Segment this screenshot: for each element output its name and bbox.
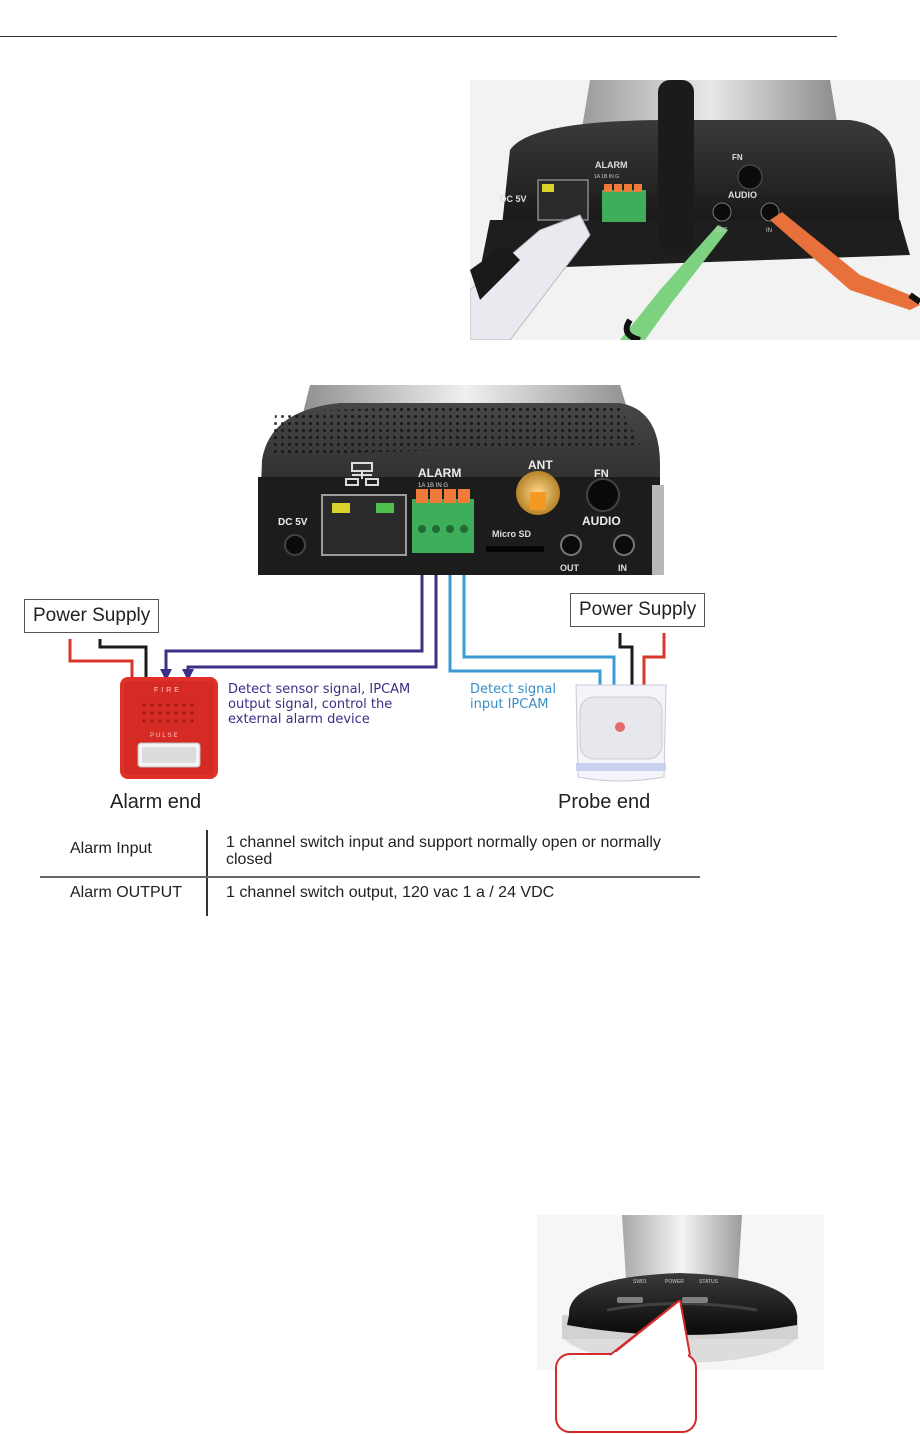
led-label-status: STATUS: [699, 1279, 719, 1285]
fire-alarm-siren: [120, 677, 218, 779]
alarm-end-label: Alarm end: [110, 791, 202, 813]
back-photo-in-label: IN: [766, 228, 772, 234]
led-callout-balloon: [555, 1300, 697, 1433]
table-column-divider: [206, 830, 208, 916]
spec-label-alarm-output: Alarm OUTPUT: [70, 884, 182, 901]
back-photo-fn-label: FN: [732, 153, 743, 162]
diagram-microsd-label: Micro SD: [492, 529, 532, 539]
probe-end-label: Probe end: [558, 791, 651, 813]
fn-button: [586, 478, 620, 512]
input-note-line: Detect signal: [470, 682, 556, 697]
spec-value-alarm-output: 1 channel switch output, 120 vac 1 a / 2…: [226, 884, 555, 901]
diagram-in-label: IN: [618, 563, 627, 573]
spec-label-alarm-input: Alarm Input: [70, 840, 152, 857]
diagram-out-label: OUT: [560, 563, 580, 573]
purple-wire-2: [186, 575, 438, 677]
led-label-sw01: SW01: [633, 1279, 647, 1285]
diagram-alarm-pins: 1A 1B IN G: [418, 483, 448, 489]
left-red-wire: [68, 639, 134, 679]
camera-back-photo: DC 5V ALARM 1A 1B IN G FN AUDIO OUT IN: [470, 80, 920, 340]
back-photo-dc-label: DC 5V: [500, 194, 527, 204]
siren-top-text: FIRE: [154, 687, 182, 694]
wiring-illustration: FIRE PULSE DC 5V ALARM 1A 1B IN G ANT FN…: [68, 385, 667, 782]
spec-value-alarm-input: 1 channel switch input and support norma…: [226, 834, 661, 868]
audio-in-jack: [613, 534, 635, 556]
output-note-line: output signal, control the: [228, 697, 393, 712]
header-rule: [0, 36, 837, 37]
alarm-wiring-diagram: FIRE PULSE DC 5V ALARM 1A 1B IN G ANT FN…: [20, 385, 720, 830]
pir-motion-probe: [575, 684, 667, 782]
blue-wire-1: [448, 575, 602, 685]
output-signal-note: Detect sensor signal, IPCAM output signa…: [228, 682, 410, 727]
table-row-divider: [40, 876, 700, 878]
back-photo-out-label: OUT: [715, 228, 728, 234]
output-note-line: external alarm device: [228, 712, 370, 727]
diagram-ant-label: ANT: [528, 458, 553, 472]
back-photo-alarm-label: ALARM: [595, 160, 628, 170]
purple-wire-1: [164, 575, 424, 677]
power-supply-right: Power Supply: [570, 593, 706, 627]
diagram-fn-label: FN: [594, 468, 609, 480]
right-red-wire: [642, 633, 666, 685]
input-note-line: input IPCAM: [470, 697, 549, 712]
siren-bottom-text: PULSE: [150, 733, 180, 739]
input-signal-note: Detect signal input IPCAM: [470, 682, 556, 712]
led-label-power: POWER: [665, 1279, 684, 1285]
power-supply-left: Power Supply: [24, 599, 160, 633]
dc-jack: [284, 534, 306, 556]
diagram-alarm-label: ALARM: [418, 466, 461, 480]
audio-out-jack: [560, 534, 582, 556]
left-black-wire: [98, 639, 148, 679]
microsd-slot: [486, 546, 544, 552]
back-photo-audio-label: AUDIO: [728, 190, 757, 200]
output-note-line: Detect sensor signal, IPCAM: [228, 682, 411, 697]
diagram-audio-label: AUDIO: [582, 514, 621, 528]
network-icon: [345, 462, 379, 486]
back-photo-alarm-pins: 1A 1B IN G: [594, 174, 619, 180]
camera-back-illustration: DC 5V ALARM 1A 1B IN G FN AUDIO OUT IN: [470, 80, 920, 340]
diagram-dc-label: DC 5V: [278, 517, 308, 528]
alarm-spec-table: Alarm Input 1 channel switch input and s…: [40, 826, 700, 918]
blue-wire-2: [462, 575, 616, 685]
right-black-wire: [618, 633, 634, 685]
